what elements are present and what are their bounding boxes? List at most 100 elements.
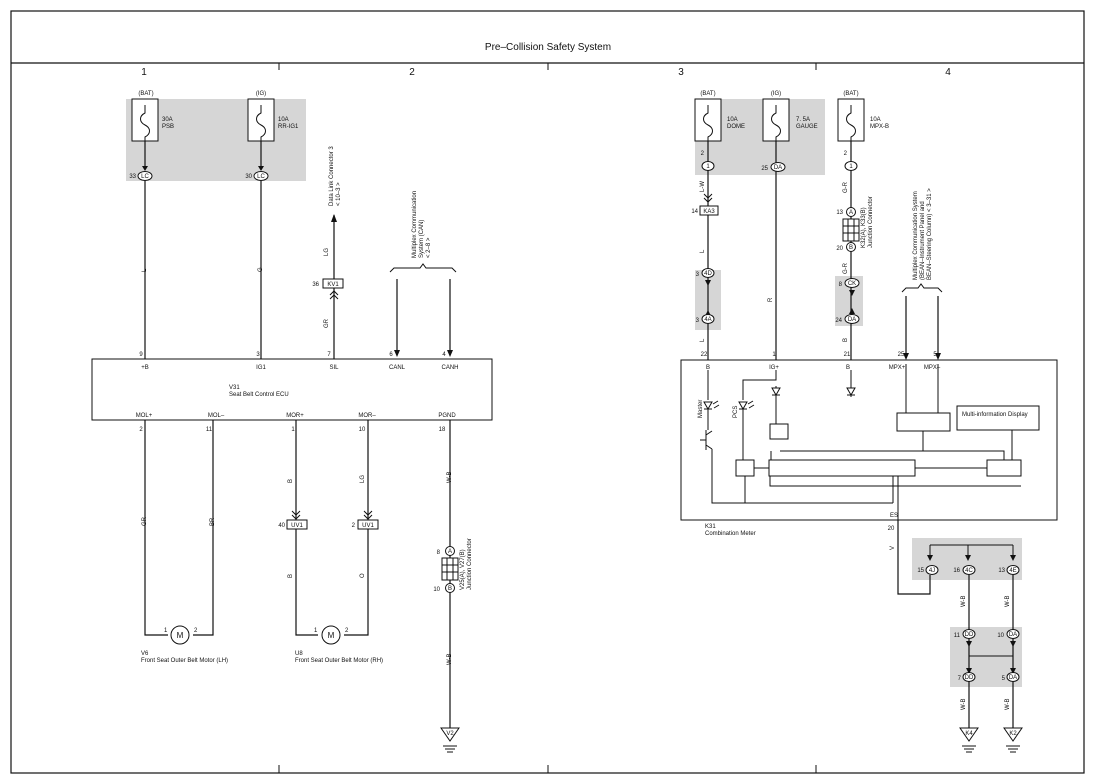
pins-p16-label: 16	[953, 568, 960, 574]
pins-c4c-label: 4C	[965, 568, 973, 574]
meter-top-pins-0-label: 22	[701, 352, 708, 358]
pins-p25-label: 25	[761, 166, 768, 172]
meter-top-labels-0-label: B	[706, 365, 710, 371]
meter-top-pins-2-label: 21	[844, 352, 851, 358]
pins-p30-label: 30	[245, 174, 252, 180]
wires-w-b2-label: B	[288, 479, 294, 483]
ecu-top-labels-0-label: +B	[141, 365, 149, 371]
annotations-dlc3-b-label: < 10–3 >	[336, 182, 342, 206]
fuse-gauge: (IG) 7. 5A GAUGE	[762, 91, 818, 142]
annotations-jc-right-b-label: Junction Connector	[868, 196, 874, 248]
annotations-dlc3-a-label: Data Link Connector 3	[329, 146, 335, 206]
pins-pa-label: A	[849, 210, 853, 216]
combination-meter	[680, 359, 1058, 521]
fuse-rr-ig1: (IG) 10A RR-IG1	[247, 91, 299, 142]
annotations-mpx-b-label: (BEAN–Instrument Panel and	[920, 201, 926, 280]
annotations-jc-left-b-label: Junction Connector	[467, 538, 473, 590]
pins-p36-label: 36	[312, 282, 319, 288]
wires-w-l3-label: L	[700, 338, 706, 342]
fuses-f3-source-label: (BAT)	[700, 91, 715, 97]
wires-w-l2-label: L	[700, 249, 706, 253]
pins-p10j-label: 10	[433, 587, 440, 593]
fuses-f1-amp-l-label: 30A	[162, 117, 173, 123]
grounds-g1-label: V2	[446, 731, 454, 737]
pins-lc1-label: LC	[141, 174, 149, 180]
motors-symbol-label: M	[328, 631, 335, 640]
fuses-f5-name-label: MPX-B	[870, 124, 889, 130]
wires-w-wb4-label: W-B	[1005, 595, 1011, 607]
pins-m2b-label: 2	[345, 628, 349, 634]
fuses-f4-source-label: (IG)	[771, 91, 781, 97]
pins-p14-label: 14	[691, 209, 698, 215]
pins-lc2-label: LC	[257, 174, 265, 180]
pins-m1a-label: 1	[164, 628, 168, 634]
meter-name: Combination Meter	[705, 531, 756, 537]
connector-uv1-b	[357, 519, 379, 530]
pins-p10d-label: 10	[997, 633, 1004, 639]
connector-kv1	[322, 278, 344, 289]
pins-p8j-label: 8	[437, 550, 441, 556]
wires-w-b3-label: B	[288, 574, 294, 578]
fuse-psb: (BAT) 30A PSB	[131, 91, 174, 142]
connector-uv1-a	[286, 519, 308, 530]
annotations-jc-left-a-label: V25(A), V27(B)	[460, 549, 466, 590]
fuse-icon	[846, 105, 856, 141]
pins-m1b-label: 2	[194, 628, 198, 634]
pins-p20-label: 20	[836, 246, 843, 252]
ecu-top-labels-1-label: IG1	[256, 365, 266, 371]
ecu-bot-labels-2-label: MOR+	[286, 413, 304, 419]
pins-dd2-label: DD	[965, 675, 974, 681]
fuses-f3-amp-label: 10A	[727, 117, 738, 123]
fuse-icon	[140, 105, 150, 141]
ecu-bot-labels-0-label: MOL+	[136, 413, 153, 419]
fuses-f5-amp-label: 10A	[870, 117, 881, 123]
ecu-bot-pins-4-label: 18	[439, 427, 446, 433]
pins-p2b-label: 2	[844, 151, 848, 157]
junction-connector-v25	[441, 557, 459, 581]
pins-p33-label: 33	[129, 174, 136, 180]
ecu-top-labels-2-label: SIL	[329, 365, 339, 371]
ecu-top-pins-1-label: 3	[256, 352, 260, 358]
motors-left-id-label: V6	[141, 651, 149, 657]
wires-w-gr4-label: GR	[142, 516, 148, 526]
ground-v2	[440, 727, 460, 742]
wires-w-r-label: R	[768, 297, 774, 302]
motor-rh-label: Front Seat Outer Belt Motor (RH)	[295, 658, 383, 664]
wires-w-gr3-label: G-R	[843, 262, 849, 274]
ecu-bot-labels-3-label: MOR–	[358, 413, 376, 419]
motor-lh	[170, 625, 190, 645]
fuses-f2-amp-label: 10A	[278, 117, 289, 123]
junction-connector-k32	[842, 218, 860, 242]
annotations-mpx-a-label: Multiplex Communication System	[913, 191, 919, 280]
pins-p7-label: 7	[958, 676, 962, 682]
wires-w-l-label: L	[142, 268, 148, 272]
ecu-bot-labels-1-label: MOL–	[208, 413, 225, 419]
fuse-icon	[256, 105, 266, 141]
column-number-2: 2	[409, 67, 415, 78]
pins-da3-label: DA	[1009, 632, 1017, 638]
fuses-f2-source-label: (IG)	[256, 91, 266, 97]
pins-ka3-label: KA3	[703, 209, 715, 215]
pins-pb-label: B	[849, 245, 853, 251]
ecu-top-pins-3-label: 6	[389, 352, 393, 358]
ecu-top-labels-3-label: CANL	[389, 365, 406, 371]
pins-p13e-label: 13	[998, 568, 1005, 574]
ecu-top-labels-4-label: CANH	[441, 365, 458, 371]
ecu-top-pins-2-label: 7	[327, 352, 331, 358]
meter-top-labels-4-label: MPX–	[924, 365, 941, 371]
annotations-jc-right-a-label: K32(A), K33(B)	[861, 207, 867, 248]
ecu-bot-pins-0-label: 2	[139, 427, 143, 433]
pins-p3a-label: 3	[696, 272, 700, 278]
ecu-id: V31	[229, 385, 240, 391]
pcs-label: PCS	[733, 406, 739, 418]
ground-k2	[1003, 727, 1023, 742]
motor-rh	[321, 625, 341, 645]
wires-w-br-label: BR	[210, 517, 216, 526]
connector-lc-2	[253, 171, 269, 181]
wires-w-wb3-label: W-B	[961, 595, 967, 607]
fuses-f5-source-label: (BAT)	[843, 91, 858, 97]
pins-jb-label: B	[448, 586, 452, 592]
motors-right-id-label: U8	[295, 651, 303, 657]
pins-p3b-label: 3	[696, 318, 700, 324]
